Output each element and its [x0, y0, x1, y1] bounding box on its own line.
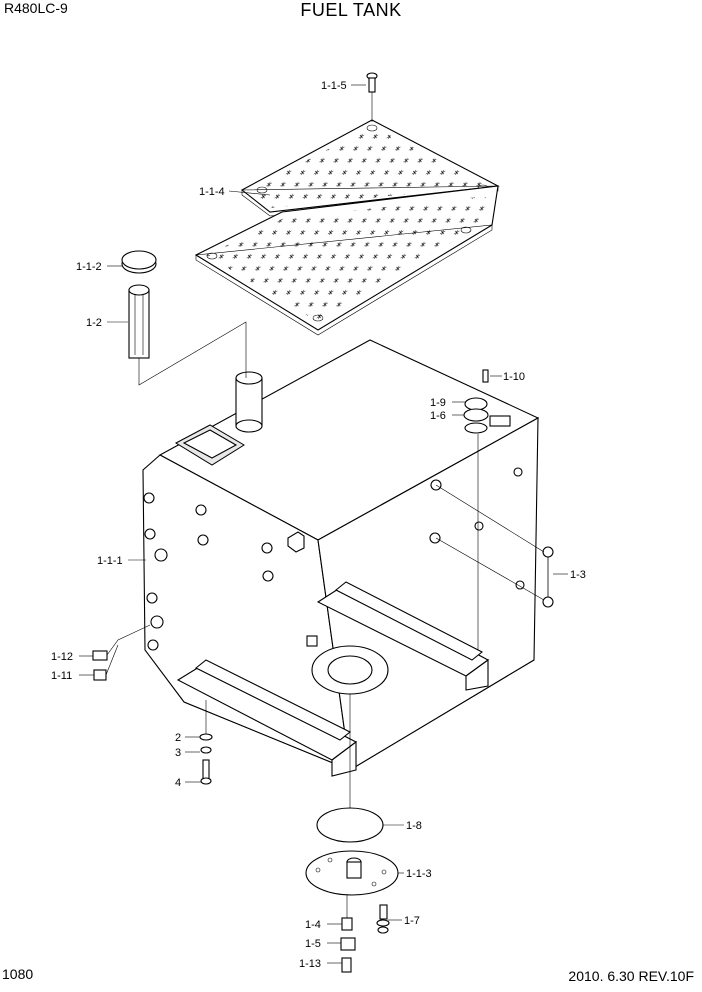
- callout-1-5: 1-5: [305, 938, 321, 950]
- callout-1-9: 1-9: [430, 397, 446, 409]
- callout-1-8: 1-8: [406, 820, 422, 832]
- fuel-tank-body: [142, 339, 540, 777]
- callout-1-4: 1-4: [305, 919, 321, 931]
- bolt-1-1-5: [366, 72, 378, 122]
- bolt-washer-2-3-4: [199, 700, 213, 785]
- model-label: R480LC-9: [4, 0, 68, 16]
- callout-1-2: 1-2: [86, 317, 102, 329]
- callout-1-11: 1-11: [51, 670, 72, 682]
- callout-1-13: 1-13: [299, 958, 321, 970]
- callout-1-1-2: 1-1-2: [76, 261, 102, 273]
- cover-1-1-3: [305, 850, 399, 896]
- callout-1-1-5: 1-1-5: [321, 80, 347, 92]
- callout-1-1-1: 1-1-1: [97, 555, 123, 567]
- callout-1-1-3: 1-1-3: [406, 868, 432, 880]
- fittings-1-11-1-12: [92, 624, 151, 681]
- callout-1-6: 1-6: [430, 410, 446, 422]
- leader-lines: [79, 84, 568, 964]
- callout-1-7: 1-7: [404, 915, 420, 927]
- callout-3: 3: [175, 747, 181, 759]
- strainer-1-2: [121, 250, 247, 386]
- sender-unit: [463, 369, 489, 650]
- level-gauge-1-3: [435, 484, 554, 608]
- tread-plate-lower: [194, 185, 499, 336]
- callout-1-1-4: 1-1-4: [199, 186, 225, 198]
- callout-1-10: 1-10: [503, 371, 525, 383]
- callout-1-12: 1-12: [51, 651, 73, 663]
- callout-labels: 1-1-5 1-1-4 1-1-2 1-2 1-10 1-9 1-6 1-1-1…: [51, 80, 586, 970]
- callout-4: 4: [175, 777, 181, 789]
- page-title: FUEL TANK: [300, 0, 402, 20]
- page-number: 1080: [2, 966, 34, 982]
- revision-date: 2010. 6.30 REV.10F: [568, 968, 694, 984]
- drain-fittings: [340, 895, 390, 973]
- callout-2: 2: [175, 732, 181, 744]
- callout-1-3: 1-3: [570, 569, 586, 581]
